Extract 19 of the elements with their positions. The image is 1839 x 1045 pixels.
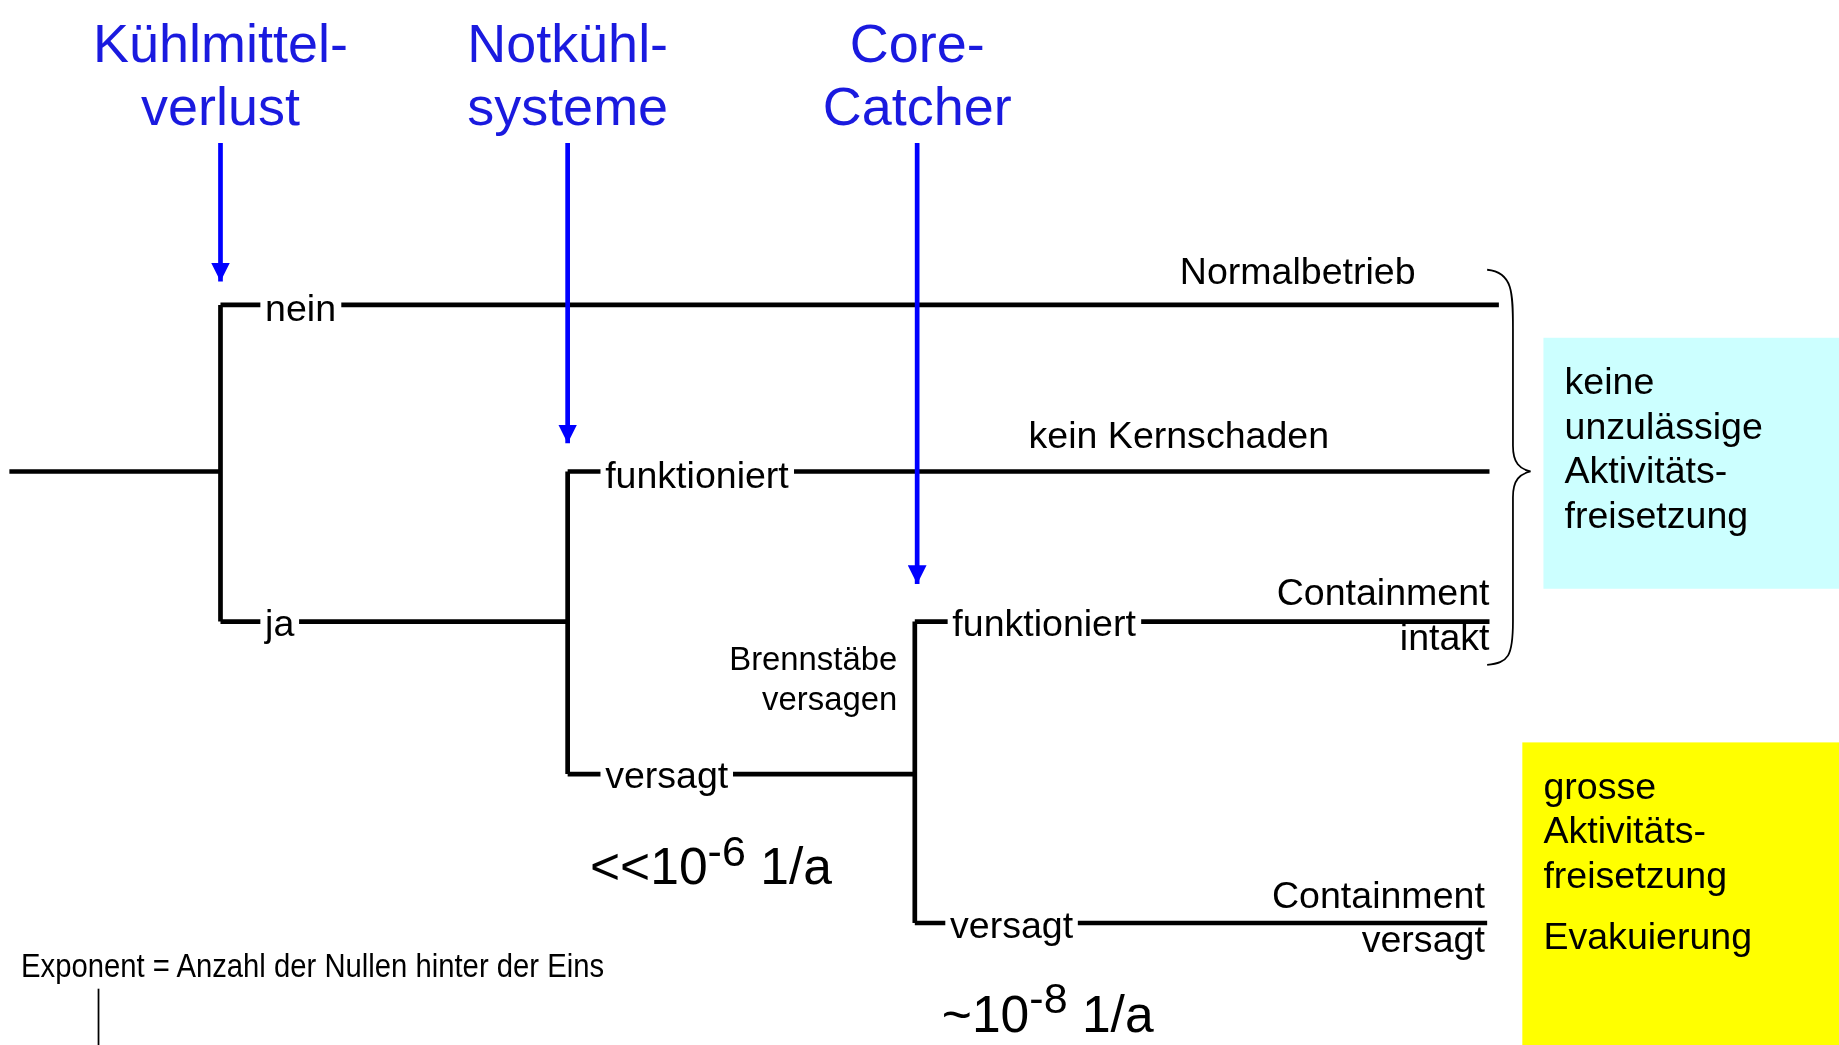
event-label: Brennstäbe versagen	[729, 639, 898, 718]
outcome-label: kein Kernschaden	[1028, 413, 1329, 458]
outcome-label: Containment versagt	[1272, 872, 1485, 963]
column-heading: Notkühl- systeme	[415, 11, 721, 139]
column-heading: Core- Catcher	[764, 11, 1070, 139]
outcome-box	[1522, 742, 1839, 1045]
arrow	[211, 143, 230, 282]
frequency-label: <<10$^{-6}$ 1/a	[589, 825, 832, 897]
outcome-label: Containment intakt	[1276, 570, 1490, 661]
outcome-label: Normalbetrieb	[1179, 248, 1416, 294]
box-text: Evakuierung	[1543, 913, 1753, 959]
footnote: Exponent = Anzahl der Nullen hinter der Eins	[21, 945, 605, 986]
frequency-label: ~10$^{-8}$ 1/a	[941, 973, 1154, 1043]
box-text: keine unzulässige Aktivitäts- freisetzung	[1564, 359, 1763, 538]
column-heading: Kühlmittel- verlust	[68, 11, 373, 139]
arrow	[558, 143, 578, 444]
outcome-box	[1543, 337, 1839, 589]
box-text: grosse Aktivitäts- freisetzung	[1543, 763, 1728, 898]
arrow	[907, 143, 927, 585]
